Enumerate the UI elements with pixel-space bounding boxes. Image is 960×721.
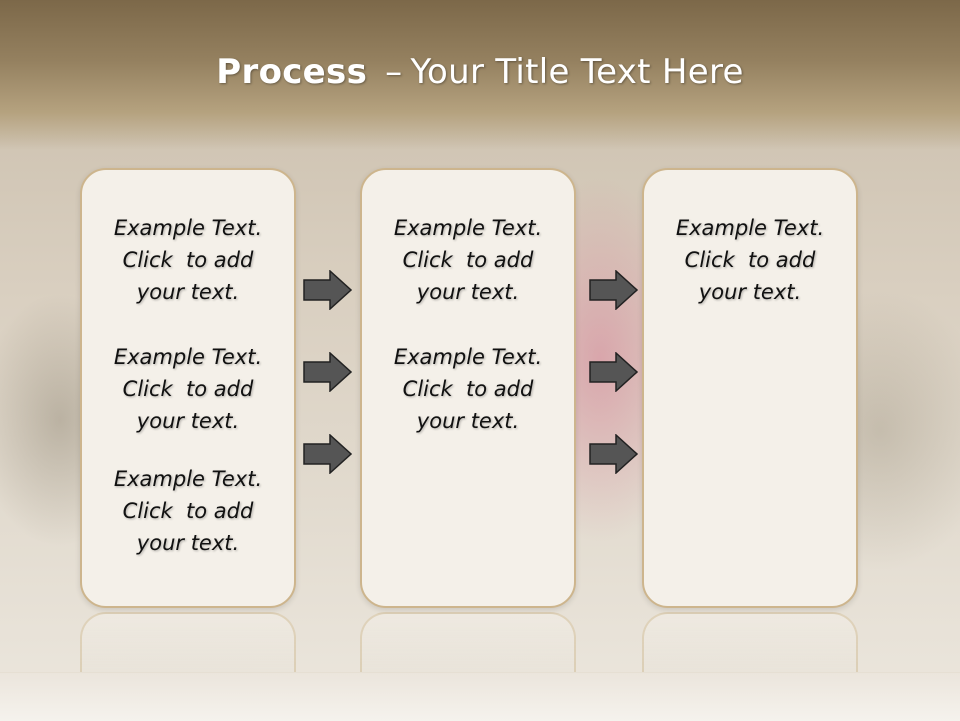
right-arrow-icon [303,352,352,392]
right-arrow-icon [589,434,638,474]
right-arrow-icon [303,434,352,474]
process-box-3[interactable]: Example Text. Click to add your text. [642,168,858,608]
page-title[interactable]: Process–Your Title Text Here [0,52,960,92]
title-separator: – [385,52,403,92]
text-line: Example Text. [113,216,263,240]
text-block[interactable]: Example Text. Click to add your text. [82,341,294,437]
text-line: your text. [136,531,240,555]
text-line: Example Text. [675,216,825,240]
text-line: your text. [136,280,240,304]
process-box-reflection [80,612,296,672]
text-block[interactable]: Example Text. Click to add your text. [82,212,294,308]
text-line: Example Text. [393,216,543,240]
text-line: Click to add [684,248,816,272]
text-line: your text. [416,409,520,433]
text-block[interactable]: Example Text. Click to add your text. [82,463,294,559]
title-rest: Your Title Text Here [410,52,744,92]
process-box-reflection [642,612,858,672]
floor-reflection-strip [0,672,960,721]
title-bold: Process [216,52,368,92]
text-block[interactable]: Example Text. Click to add your text. [362,212,574,308]
text-line: Click to add [402,248,534,272]
text-block[interactable]: Example Text. Click to add your text. [644,212,856,308]
text-line: Example Text. [113,345,263,369]
text-line: Click to add [122,377,254,401]
title-banner [0,0,960,150]
right-arrow-icon [303,270,352,310]
text-block[interactable]: Example Text. Click to add your text. [362,341,574,437]
text-line: your text. [136,409,240,433]
text-line: Example Text. [113,467,263,491]
text-line: your text. [698,280,802,304]
process-box-reflection [360,612,576,672]
process-box-1[interactable]: Example Text. Click to add your text. Ex… [80,168,296,608]
text-line: Click to add [122,499,254,523]
right-arrow-icon [589,352,638,392]
right-arrow-icon [589,270,638,310]
text-line: your text. [416,280,520,304]
text-line: Example Text. [393,345,543,369]
process-box-2[interactable]: Example Text. Click to add your text. Ex… [360,168,576,608]
text-line: Click to add [402,377,534,401]
text-line: Click to add [122,248,254,272]
